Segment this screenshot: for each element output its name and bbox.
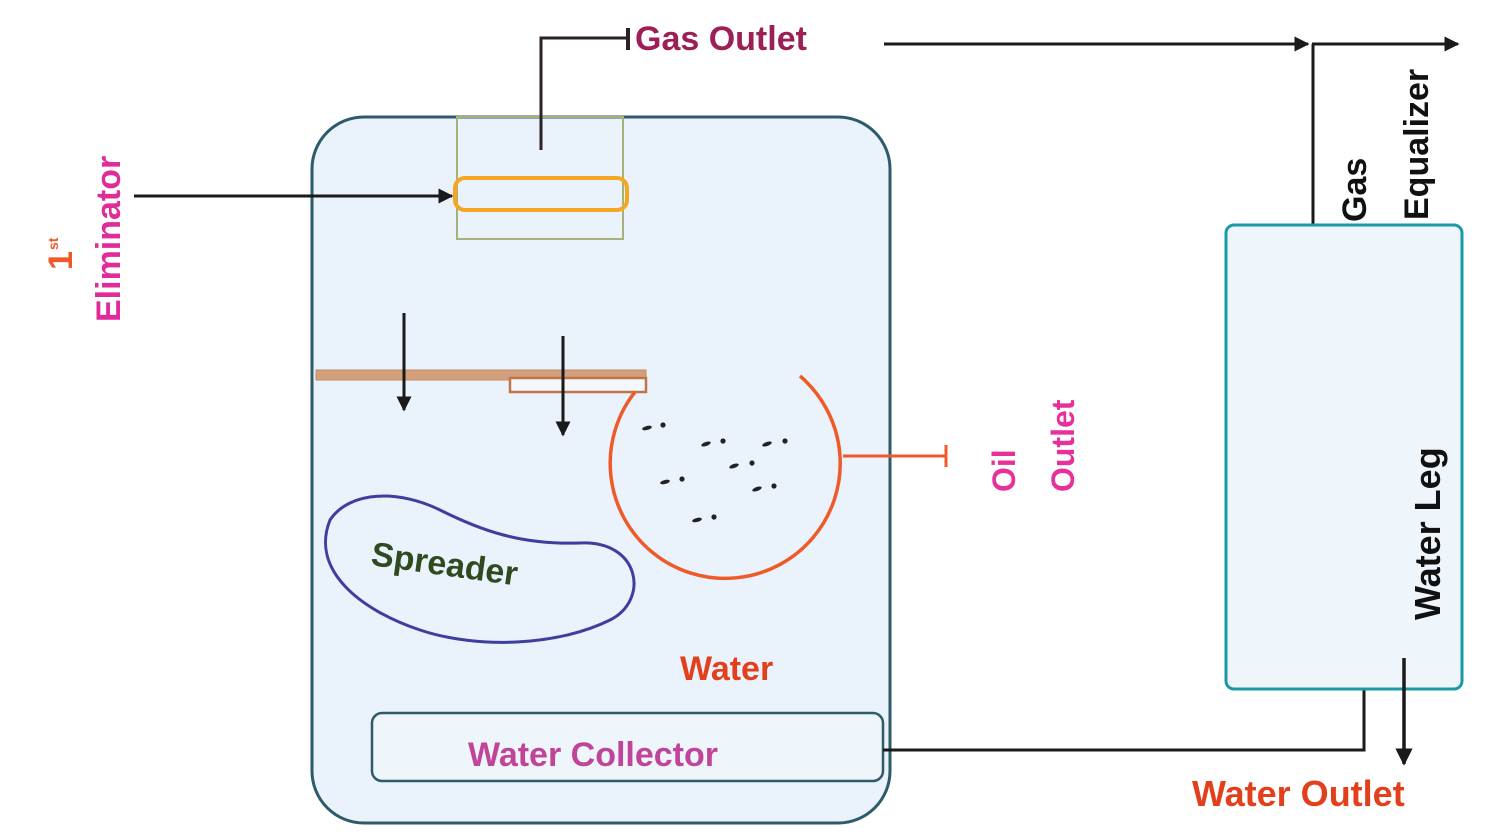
oil-droplets	[642, 422, 788, 523]
water-collector-label: Water Collector	[468, 736, 718, 774]
eliminator-mist-pad	[453, 176, 629, 212]
water-label: Water	[680, 650, 773, 688]
water-outlet-label: Water Outlet	[1192, 773, 1405, 814]
gas-outlet-label: Gas Outlet	[635, 20, 807, 58]
water-leg-vessel	[1224, 223, 1464, 691]
eliminator-number-label: 1	[42, 251, 80, 270]
baffle-lip	[508, 376, 648, 394]
equalizer-label: Equalizer	[1398, 69, 1436, 220]
water-collector-box	[370, 711, 885, 783]
oil-label: Oil	[986, 449, 1022, 492]
oil-weir-bucket	[608, 374, 842, 581]
gas-label: Gas	[1336, 158, 1374, 222]
gas-outlet-pipe	[539, 36, 628, 150]
oil-outlet-label: Outlet	[1045, 399, 1081, 492]
spreader-outline	[324, 494, 636, 644]
eliminator-superscript-label: st	[45, 237, 61, 250]
baffle-plate	[315, 369, 647, 381]
water-leg-label: Water Leg	[1407, 447, 1448, 620]
eliminator-label: Eliminator	[90, 156, 128, 322]
